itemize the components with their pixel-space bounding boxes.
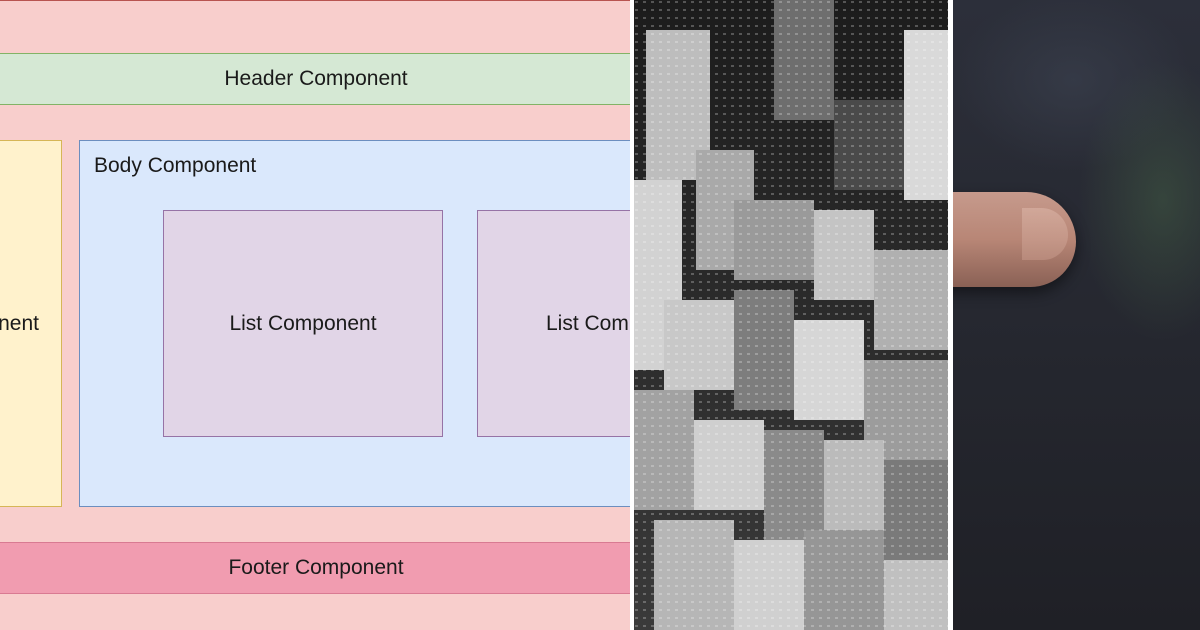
sidebar-component-label: nent [0,311,39,335]
header-component-label: Header Component [224,67,408,90]
sidebar-component-box: nent [0,140,62,507]
footer-component-label: Footer Component [228,556,404,579]
list-component-box-1: List Component [163,210,443,437]
component-diagram-panel: Header Component nent Body Component Lis… [0,0,630,630]
list-component-label-1: List Component [229,311,377,335]
footer-component-box: Footer Component [0,542,630,594]
header-component-box: Header Component [0,53,630,105]
finger-shape [953,192,1076,287]
list-component-box-2: List Com [477,210,630,437]
list-component-label-2: List Com [546,311,629,335]
fingernail-shape [1022,208,1068,260]
city-skyline-photo [634,0,948,630]
panel-divider [630,0,634,630]
city-skyline-image [634,0,948,630]
body-component-label: Body Component [94,154,257,177]
pointing-hand-photo [953,0,1200,630]
app-frame-border [0,0,630,1]
panel-divider-2 [948,0,953,630]
